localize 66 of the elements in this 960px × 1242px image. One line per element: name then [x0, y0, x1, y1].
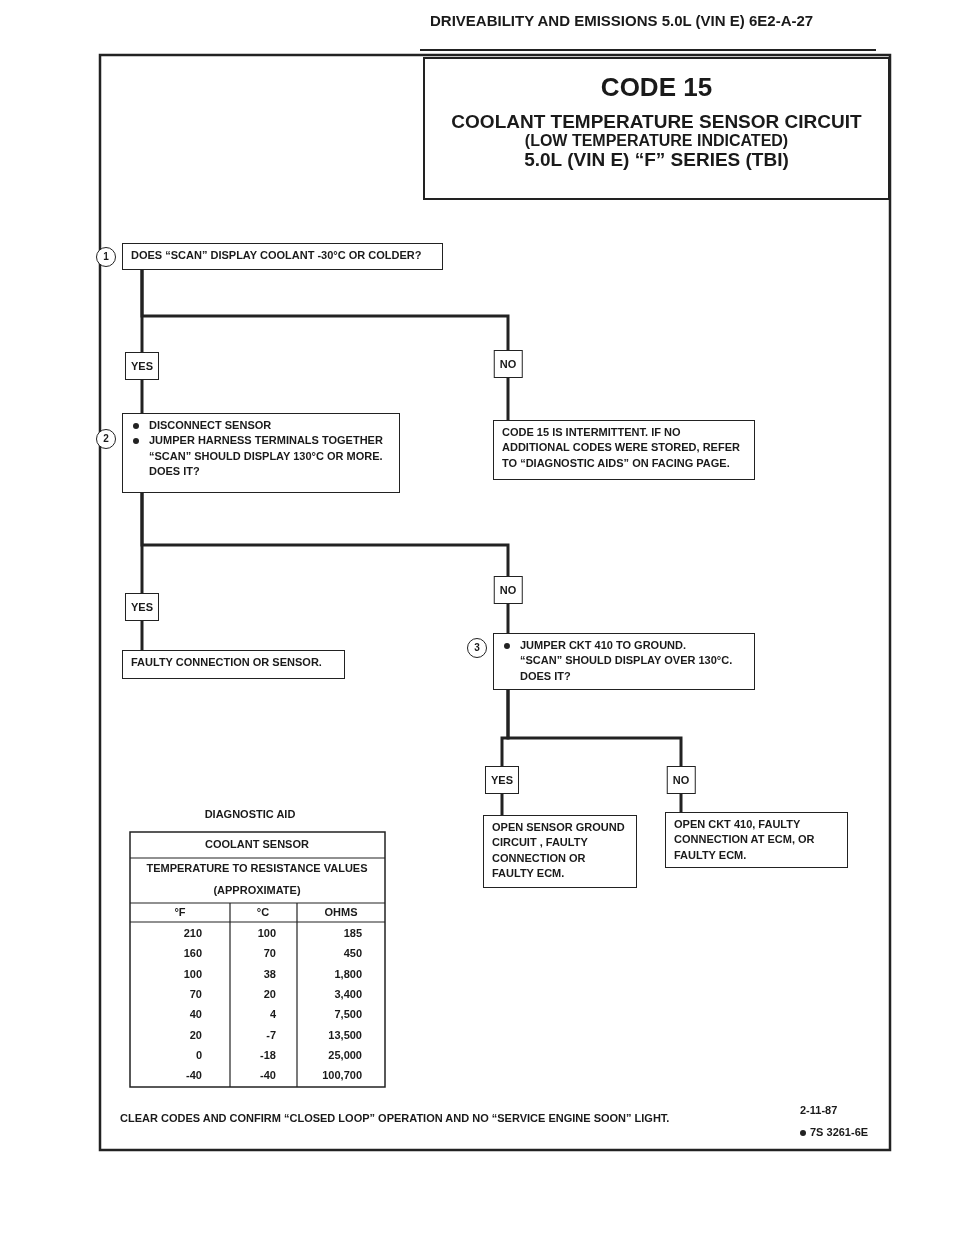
table-value: 450 [343, 947, 362, 960]
step-text: CODE 15 IS INTERMITTENT. IF NO ADDITIONAL CODES WERE STORED, REFER TO “DIAGNOSTIC AIDS” ON FACING PAGE. [502, 425, 741, 471]
column-header: °C [256, 906, 270, 918]
column-header: °F [174, 906, 186, 918]
table-value: -40 [260, 1069, 276, 1082]
table-value: -7 [266, 1028, 276, 1041]
edge-label: YES [125, 352, 159, 380]
title-text: CODE 15 [599, 73, 714, 102]
table-value: 1,800 [334, 967, 362, 980]
table-value: 20 [189, 1028, 202, 1041]
connector-line [140, 270, 510, 420]
subtitle-text: (LOW TEMPERATURE INDICATED) [523, 132, 790, 151]
table-heading: COOLANT SENSOR [205, 838, 309, 850]
connector-line [140, 493, 510, 633]
table-value: 25,000 [328, 1048, 362, 1061]
table-value: 70 [189, 987, 202, 1000]
table-value: 100 [183, 967, 202, 980]
table-value: 100 [257, 927, 276, 939]
table-heading: TEMPERATURE TO RESISTANCE VALUES [146, 862, 368, 874]
table-caption: DIAGNOSTIC AID [204, 808, 296, 820]
page-header: DRIVEABILITY AND EMISSIONS 5.0L (VIN E) 6E2-A-27 [430, 12, 814, 29]
edge-label: NO [493, 350, 523, 378]
table-value: 40 [189, 1008, 202, 1021]
table-heading: (APPROXIMATE) [213, 884, 301, 896]
subtitle-text: COOLANT TEMPERATURE SENSOR CIRCUIT [450, 111, 863, 133]
step-number: 3 [467, 638, 487, 658]
connector-line [506, 690, 683, 812]
edge-label: YES [485, 766, 519, 794]
step-text: JUMPER CKT 410 TO GROUND. [502, 638, 746, 654]
table-value: 13,500 [328, 1028, 362, 1041]
result-box [122, 650, 345, 679]
table-value: 38 [263, 967, 276, 980]
step-text: DOES “SCAN” DISPLAY COOLANT -30°C OR COLDER? [131, 248, 423, 263]
reference-number: 7S 3261-6E [800, 1126, 869, 1138]
footer-note: CLEAR CODES AND CONFIRM “CLOSED LOOP” OPERATION AND NO “SERVICE ENGINE SOON” LIGHT. [120, 1112, 670, 1124]
step-text: “SCAN” SHOULD DISPLAY 130°C OR MORE. DOES IT? [148, 448, 384, 480]
result-box [493, 420, 755, 480]
edge-label: NO [493, 576, 523, 604]
table-value: 210 [183, 927, 202, 939]
step-text: OPEN CKT 410, FAULTY CONNECTION AT ECM, OR FAULTY ECM. [674, 817, 816, 863]
table-value: 20 [263, 987, 276, 1000]
table-value: 4 [269, 1008, 276, 1021]
edge-label: YES [125, 593, 159, 621]
table-value: 3,400 [334, 987, 362, 1000]
step-number: 1 [96, 247, 116, 267]
table-value: 7,500 [334, 1008, 362, 1021]
result-box [483, 815, 637, 888]
step-text: FAULTY CONNECTION OR SENSOR. [131, 655, 323, 670]
title-box [423, 57, 890, 200]
column-header: OHMS [324, 906, 358, 918]
result-box [665, 812, 848, 869]
table-value: 100,700 [322, 1069, 362, 1082]
date-text: 2-11-87 [800, 1104, 838, 1116]
table-value: -40 [186, 1069, 202, 1082]
step-text: “SCAN” SHOULD DISPLAY OVER 130°C. DOES IT? [519, 653, 734, 684]
subtitle-text: 5.0L (VIN E) “F” SERIES (TBI) [523, 150, 790, 171]
step-text: DISCONNECT SENSOR [131, 418, 391, 434]
step-number: 2 [96, 429, 116, 449]
table-value: 0 [195, 1048, 202, 1061]
table-value: 160 [183, 947, 202, 960]
edge-label: NO [666, 766, 696, 794]
step-text: OPEN SENSOR GROUND CIRCUIT , FAULTY CONNECTION OR FAULTY ECM. [492, 820, 626, 882]
table-value: -18 [260, 1048, 276, 1061]
table-value: 70 [263, 947, 276, 960]
table-value: 185 [343, 927, 362, 939]
step-text: JUMPER HARNESS TERMINALS TOGETHER [131, 433, 391, 449]
